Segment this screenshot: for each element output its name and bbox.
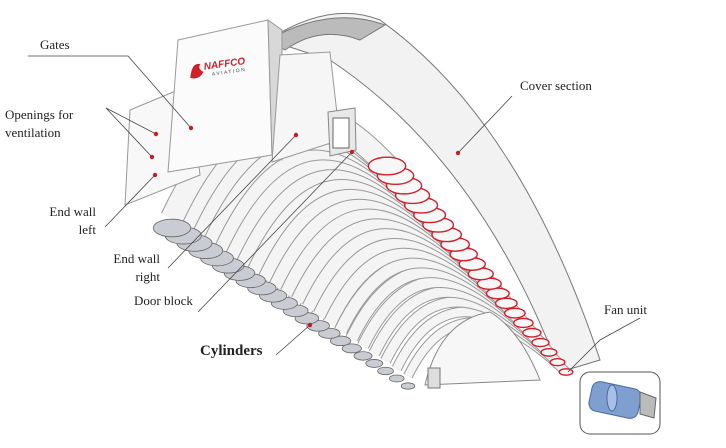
label-door-block: Door block <box>134 293 193 308</box>
fan-unit-inset <box>579 371 661 435</box>
cylinder-end-left <box>353 351 373 361</box>
door-window-icon <box>332 117 350 149</box>
gates-panel <box>167 19 273 173</box>
label-cover-section: Cover section <box>520 78 592 93</box>
cylinder-end-left <box>329 335 352 347</box>
label-end-wall-left-line2: left <box>78 222 96 237</box>
label-gates: Gates <box>40 37 70 52</box>
label-end-wall-right-line2: right <box>135 269 160 284</box>
cylinder-end-right <box>522 327 542 338</box>
rear-end-wall <box>424 311 541 386</box>
cylinder-end-left <box>388 374 405 383</box>
cylinder-end-left <box>400 382 416 390</box>
cylinder-end-right <box>549 358 566 367</box>
cover-top-band <box>266 17 387 51</box>
cylinder-end-left <box>341 343 362 354</box>
svg-text:AVIATION: AVIATION <box>212 67 247 78</box>
marker-dots <box>149 125 461 328</box>
label-openings-line1: Openings for <box>5 107 74 122</box>
cylinder-end-right <box>367 156 407 176</box>
cylinder-end-left <box>377 366 394 376</box>
cylinder-end-right <box>531 337 550 348</box>
label-cylinders: Cylinders <box>200 343 263 359</box>
cylinder-end-right <box>503 307 526 319</box>
label-fan-unit: Fan unit <box>604 302 647 317</box>
label-end-wall-right-line1: End wall <box>113 251 160 266</box>
naffco-logo: NAFFCO AVIATION <box>190 56 247 79</box>
cylinder-end-left <box>365 359 384 368</box>
cylinder-end-right <box>494 297 518 310</box>
cylinder-end-left <box>152 218 192 238</box>
cylinder-end-right <box>513 317 534 329</box>
cover-section <box>266 12 601 373</box>
leader-lines <box>28 55 641 373</box>
label-end-wall-left-line1: End wall <box>49 204 96 219</box>
label-openings-line2: ventilation <box>5 125 61 140</box>
rear-door-icon <box>427 367 441 389</box>
cylinder-end-right <box>540 347 558 357</box>
